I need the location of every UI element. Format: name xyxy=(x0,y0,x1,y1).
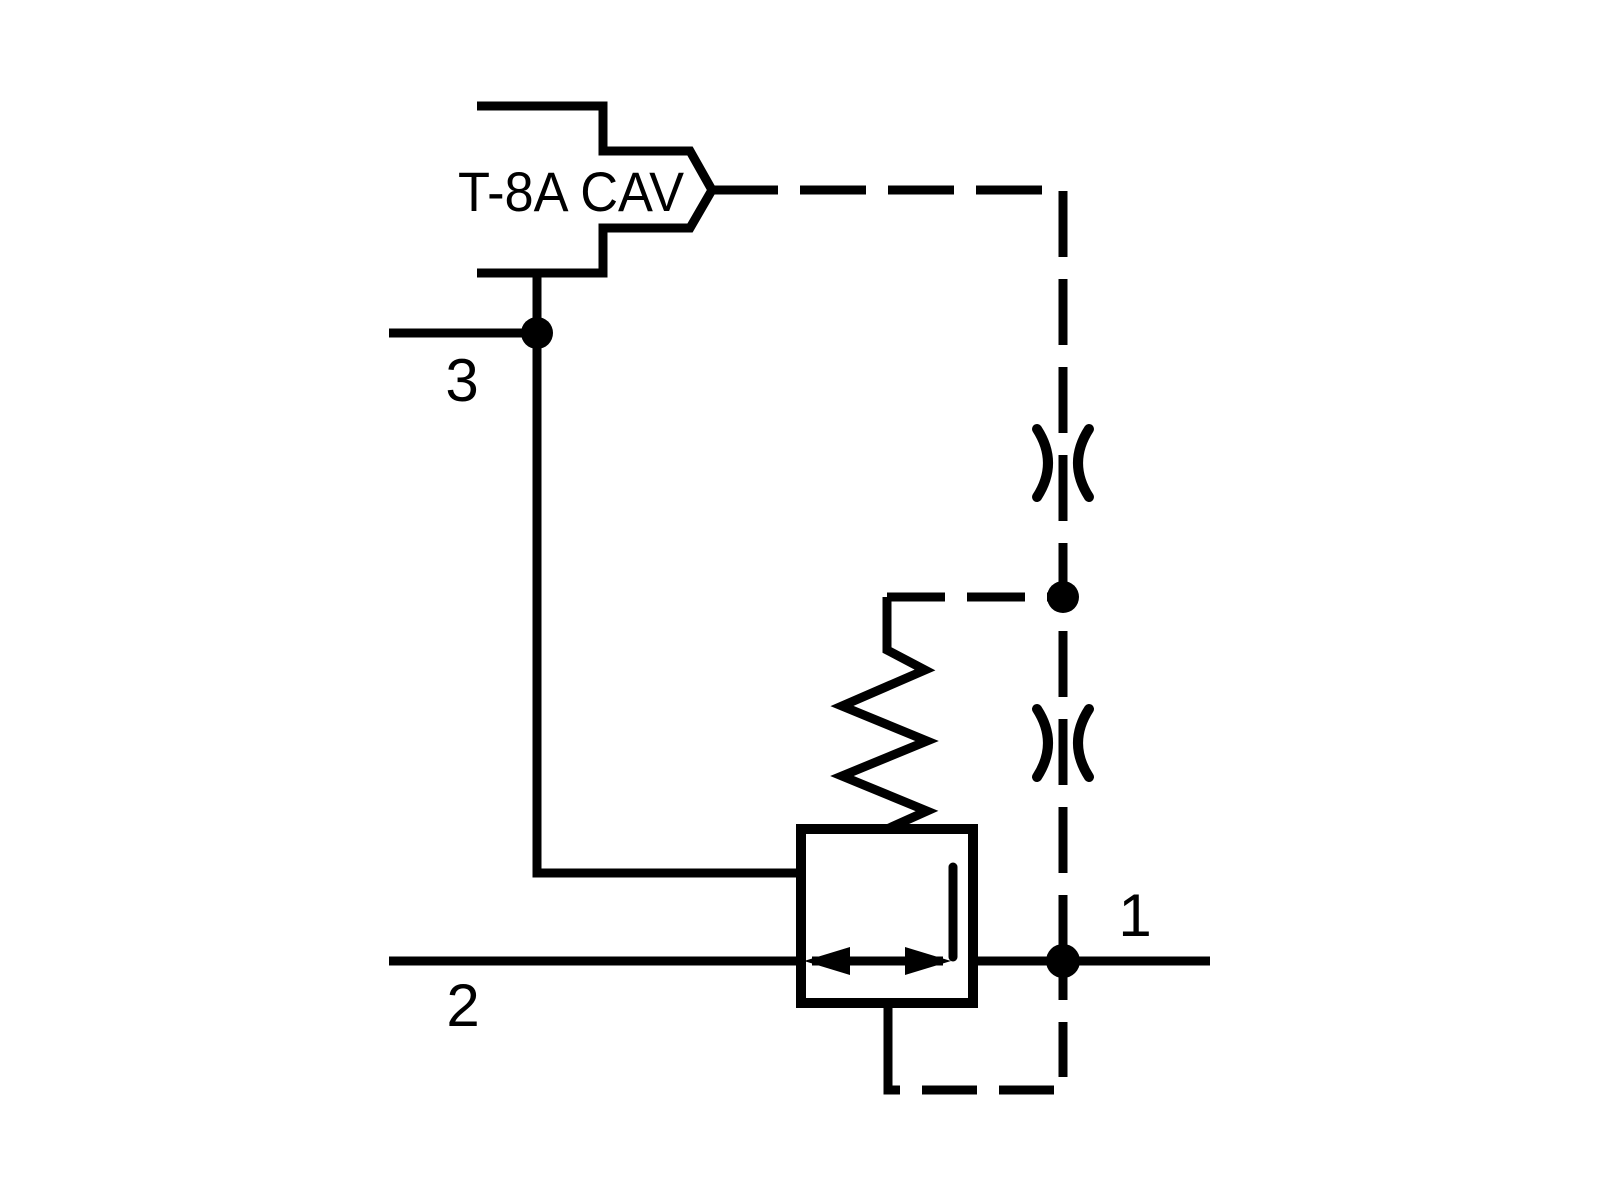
pilot-line-dashed xyxy=(712,185,1068,961)
valve-arrowhead-left xyxy=(804,947,850,975)
orifice-icon-upper xyxy=(1032,424,1094,502)
drain-pilot-line-dashed xyxy=(883,961,1068,1095)
spring-icon xyxy=(830,597,939,834)
valve-arrowhead-right xyxy=(905,947,951,975)
port-1-label: 1 xyxy=(1118,882,1151,949)
orifice-left-arc xyxy=(1032,704,1053,782)
port-2-label: 2 xyxy=(446,972,479,1039)
valve-body xyxy=(796,824,978,1008)
port-3-label: 3 xyxy=(445,347,478,414)
orifice-icon-lower xyxy=(1032,704,1094,782)
cavity-label: T-8A CAV xyxy=(458,160,685,223)
port-3-to-valve-line xyxy=(532,273,806,878)
port-3-junction-dot xyxy=(521,317,553,349)
orifice-right-arc xyxy=(1073,424,1094,502)
orifice-left-arc xyxy=(1032,424,1053,502)
orifice-right-arc xyxy=(1073,704,1094,782)
